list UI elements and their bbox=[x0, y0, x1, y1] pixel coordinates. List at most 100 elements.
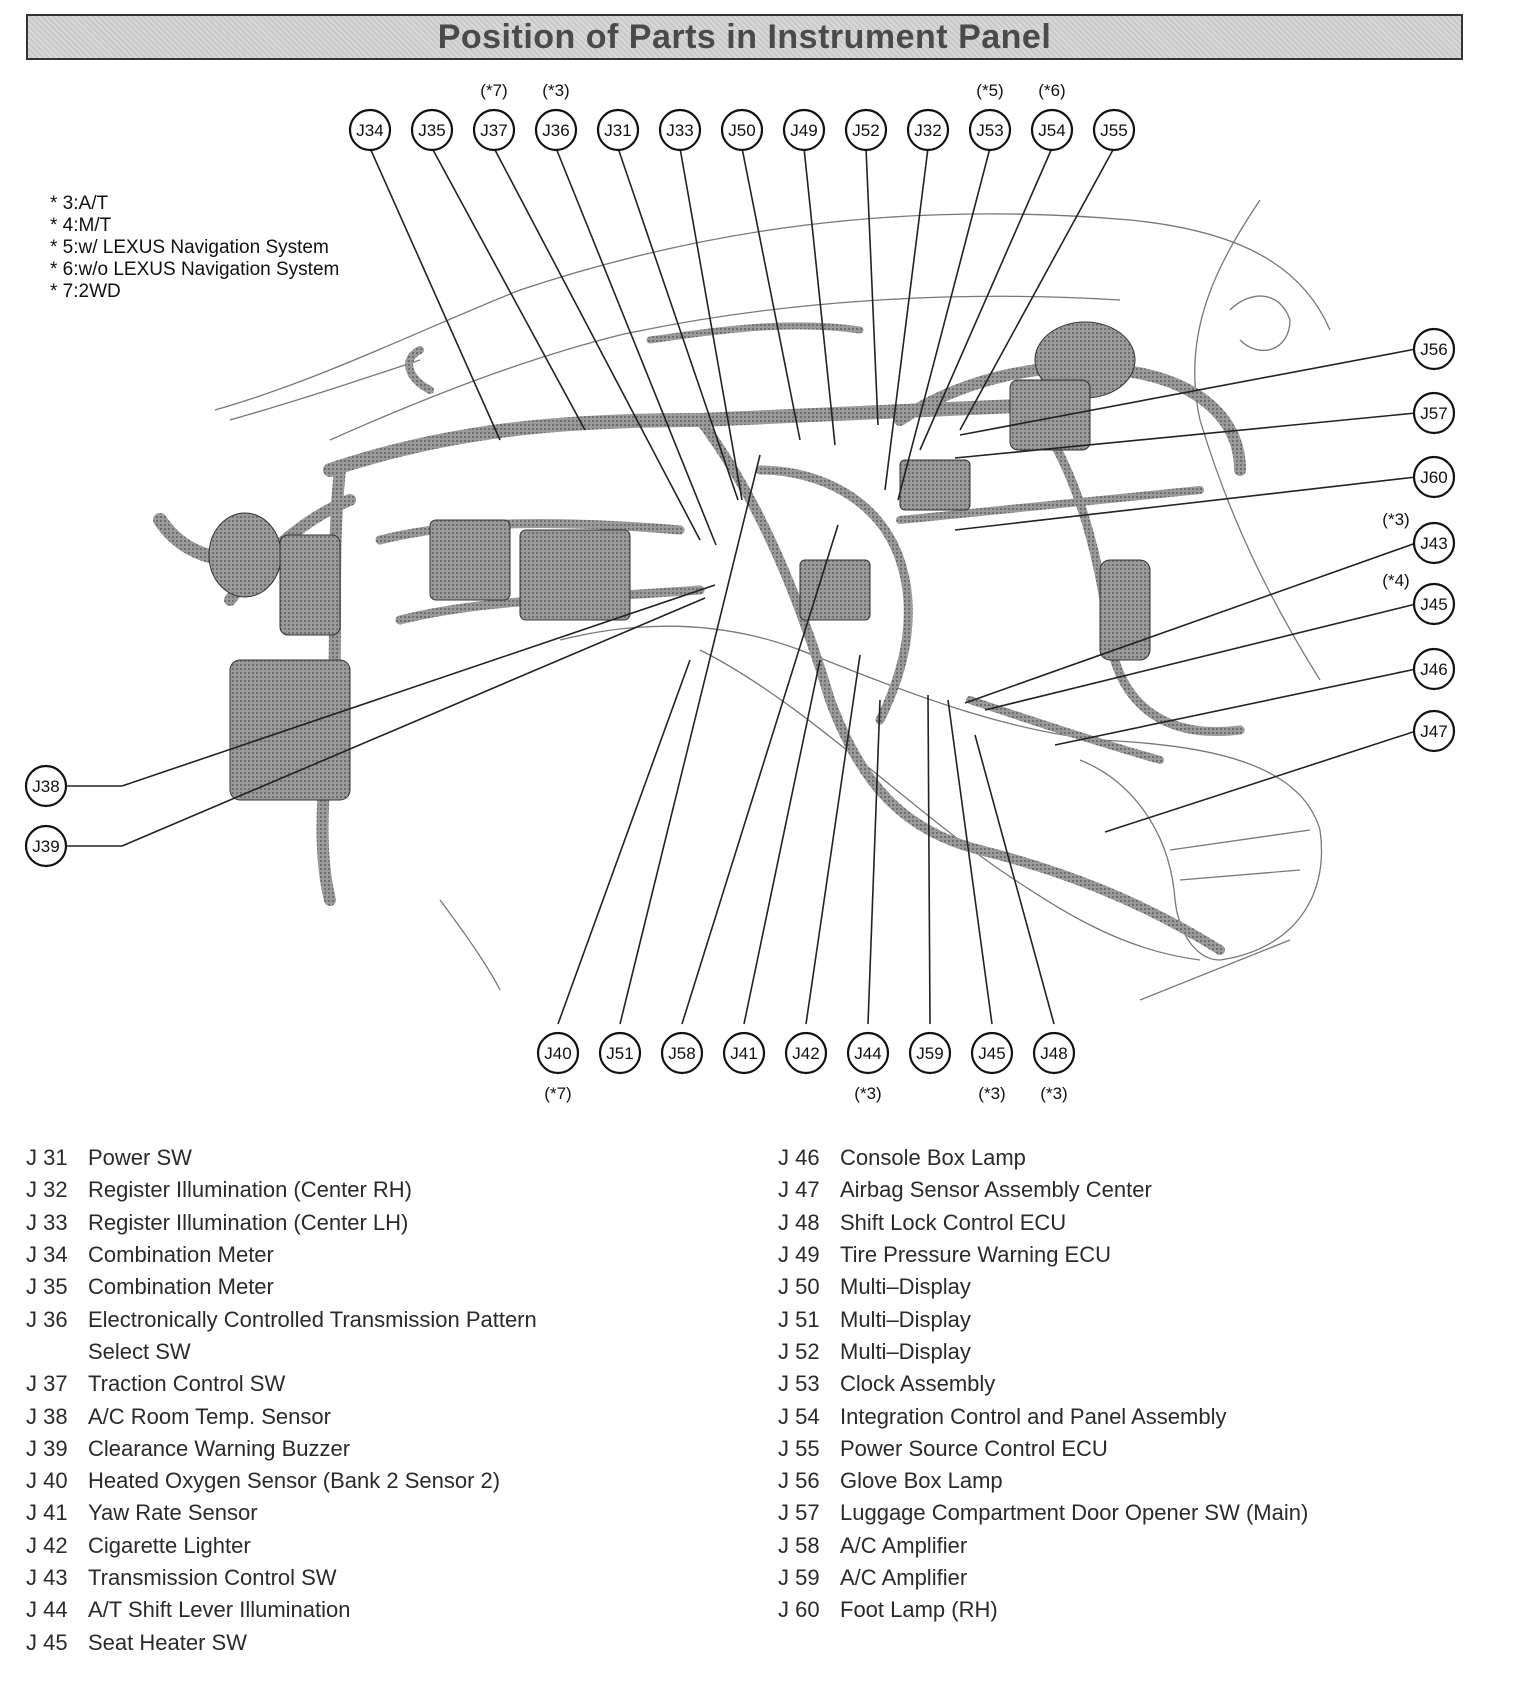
legend-name: A/T Shift Lever Illumination bbox=[88, 1597, 351, 1623]
legend-name: Glove Box Lamp bbox=[840, 1468, 1003, 1494]
legend-code: J 44 bbox=[26, 1597, 68, 1623]
callout-label: J32 bbox=[914, 121, 941, 140]
legend-code: J 32 bbox=[26, 1177, 68, 1203]
legend-code: J 48 bbox=[778, 1209, 820, 1235]
legend-code: J 41 bbox=[26, 1500, 68, 1526]
callout-note: (*4) bbox=[1382, 571, 1409, 590]
legend-name: Console Box Lamp bbox=[840, 1145, 1026, 1171]
footnote-with-nav: * 5:w/ LEXUS Navigation System bbox=[50, 237, 329, 258]
legend-name: Traction Control SW bbox=[88, 1371, 286, 1397]
legend-code: J 52 bbox=[778, 1338, 820, 1364]
callout-j40: J40 (*7) bbox=[536, 1031, 580, 1103]
legend-name: Electronically Controlled Transmission P… bbox=[88, 1306, 537, 1332]
legend-item: J 31 Power SW bbox=[26, 1142, 537, 1174]
footnote-list: * 3:A/T * 4:M/T * 5:w/ LEXUS Navigation … bbox=[50, 193, 339, 303]
legend-name: Power Source Control ECU bbox=[840, 1435, 1108, 1461]
leader-lines bbox=[121, 147, 1417, 1025]
legend-name: Multi–Display bbox=[840, 1306, 971, 1332]
callout-j53: J53 (*5) bbox=[968, 81, 1012, 152]
legend-code: J 42 bbox=[26, 1532, 68, 1558]
callout-label: J42 bbox=[792, 1044, 819, 1063]
callout-j42: J42 bbox=[784, 1031, 828, 1075]
callout-label: J36 bbox=[542, 121, 569, 140]
legend-name: Combination Meter bbox=[88, 1242, 274, 1268]
legend-name: Combination Meter bbox=[88, 1274, 274, 1300]
legend-item: J 41 Yaw Rate Sensor bbox=[26, 1497, 537, 1529]
legend-name: Transmission Control SW bbox=[88, 1565, 337, 1590]
callout-j58: J58 bbox=[660, 1031, 704, 1075]
callout-note: (*3) bbox=[978, 1084, 1005, 1103]
legend-item: J 48 Shift Lock Control ECU bbox=[778, 1207, 1308, 1239]
legend-name: A/C Room Temp. Sensor bbox=[88, 1403, 331, 1429]
callout-note: (*7) bbox=[544, 1084, 571, 1103]
callout-label: J58 bbox=[668, 1044, 695, 1063]
legend-code: J 33 bbox=[26, 1209, 68, 1235]
legend-code: J 51 bbox=[778, 1306, 820, 1332]
legend-code: J 46 bbox=[778, 1145, 820, 1171]
callout-label: J52 bbox=[852, 121, 879, 140]
callout-label: J40 bbox=[544, 1044, 571, 1063]
callout-label: J51 bbox=[606, 1044, 633, 1063]
callout-j46: J46 bbox=[1412, 647, 1456, 691]
callouts-bottom: J40 (*7) J51 J58 J41 J42 J44 (*3) J59 J4… bbox=[536, 1031, 1076, 1103]
legend-name: Register Illumination (Center LH) bbox=[88, 1209, 409, 1235]
legend-name: Shift Lock Control ECU bbox=[840, 1209, 1067, 1235]
legend-code: J 31 bbox=[26, 1145, 68, 1171]
legend-name: Power SW bbox=[88, 1145, 192, 1171]
callout-label: J41 bbox=[730, 1044, 757, 1063]
legend-name: A/C Amplifier bbox=[840, 1565, 968, 1590]
legend-code: J 43 bbox=[26, 1565, 68, 1590]
callout-label: J45 bbox=[1420, 595, 1447, 614]
legend-name: Luggage Compartment Door Opener SW (Main… bbox=[840, 1500, 1309, 1526]
legend-item: J 35 Combination Meter bbox=[26, 1271, 537, 1303]
callout-label: J47 bbox=[1420, 722, 1447, 741]
legend-code: J 58 bbox=[778, 1532, 820, 1558]
callout-label: J45 bbox=[978, 1044, 1005, 1063]
legend-code: J 40 bbox=[26, 1468, 68, 1494]
callout-label: J57 bbox=[1420, 404, 1447, 423]
legend-name: Select SW bbox=[88, 1338, 191, 1364]
legend-item-continuation: Select SW bbox=[26, 1336, 537, 1368]
page-title: Position of Parts in Instrument Panel bbox=[437, 17, 1052, 56]
callout-j52: J52 bbox=[844, 108, 888, 152]
callout-j34: J34 bbox=[348, 108, 392, 152]
footnote-without-nav: * 6:w/o LEXUS Navigation System bbox=[50, 259, 340, 280]
legend-name: Yaw Rate Sensor bbox=[88, 1500, 258, 1526]
callout-j32: J32 bbox=[906, 108, 950, 152]
callout-label: J54 bbox=[1038, 121, 1065, 140]
callout-note: (*3) bbox=[854, 1084, 881, 1103]
callout-label: J34 bbox=[356, 121, 383, 140]
legend-code: J 47 bbox=[778, 1177, 820, 1203]
callout-label: J49 bbox=[790, 121, 817, 140]
callout-label: J53 bbox=[976, 121, 1003, 140]
callout-j51: J51 bbox=[598, 1031, 642, 1075]
legend-name: Register Illumination (Center RH) bbox=[88, 1177, 412, 1203]
callout-j35: J35 bbox=[410, 108, 454, 152]
callout-note: (*7) bbox=[480, 81, 507, 100]
callout-label: J38 bbox=[32, 777, 59, 796]
callout-label: J59 bbox=[916, 1044, 943, 1063]
callout-j59: J59 bbox=[908, 1031, 952, 1075]
legend-code: J 55 bbox=[778, 1435, 820, 1461]
legend-name: Cigarette Lighter bbox=[88, 1532, 251, 1558]
callouts-left: J38 J39 bbox=[24, 764, 68, 868]
legend-code: J 35 bbox=[26, 1274, 68, 1300]
callout-label: J43 bbox=[1420, 534, 1447, 553]
legend-code: J 53 bbox=[778, 1371, 820, 1397]
callout-label: J56 bbox=[1420, 340, 1447, 359]
legend-code: J 60 bbox=[778, 1597, 820, 1623]
callout-j56: J56 bbox=[1412, 327, 1456, 371]
legend-item: J 33 Register Illumination (Center LH) bbox=[26, 1207, 537, 1239]
legend-item: J 43 Transmission Control SW bbox=[26, 1562, 537, 1594]
